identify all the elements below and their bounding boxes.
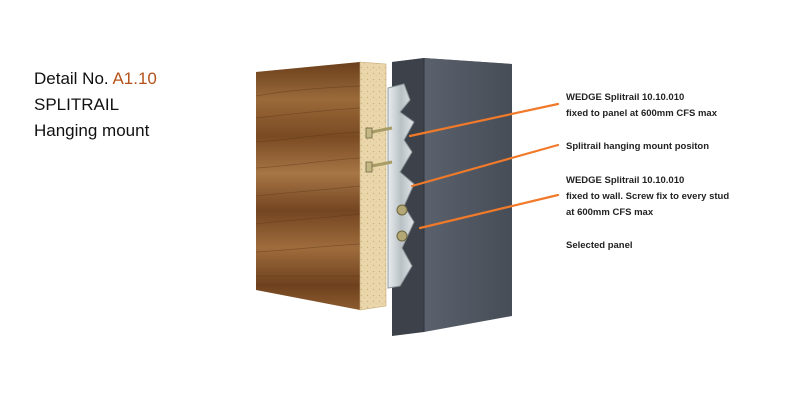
screw-head <box>396 230 408 242</box>
wall-front-face <box>424 58 512 332</box>
detail-title: Detail No. A1.10 SPLITRAIL Hanging mount <box>34 66 157 144</box>
detail-description: Hanging mount <box>34 121 150 140</box>
wood-grain <box>255 85 361 277</box>
screw-head <box>365 161 373 173</box>
panel-fixing-screws <box>365 126 393 173</box>
leader-line-2 <box>410 143 560 188</box>
callout-3-line-2: fixed to wall. Screw fix to every stud <box>566 191 730 202</box>
panel-edge <box>359 61 387 311</box>
panel-face <box>256 62 360 310</box>
screw-shank <box>371 126 393 134</box>
callout-1: WEDGE Splitrail 10.10.010 fixed to panel… <box>566 90 717 122</box>
splitrail-body <box>387 83 415 289</box>
splitrail-profile <box>387 83 415 289</box>
detail-prefix: Detail No. <box>34 69 109 88</box>
detail-product: SPLITRAIL <box>34 95 120 114</box>
screw-head <box>396 204 408 216</box>
wood-panel <box>255 61 387 311</box>
callout-1-line-1: WEDGE Splitrail 10.10.010 <box>566 92 685 103</box>
screw-shank <box>371 160 393 168</box>
callout-2-line-1: Splitrail hanging mount positon <box>566 141 710 152</box>
screw-head <box>365 127 373 139</box>
callout-2: Splitrail hanging mount positon <box>566 139 709 155</box>
detail-code: A1.10 <box>112 69 157 88</box>
callout-4-line-1: Selected panel <box>566 240 633 251</box>
leader-lines <box>408 102 560 230</box>
callout-3-line-1: WEDGE Splitrail 10.10.010 <box>566 175 685 186</box>
detail-number: Detail No. A1.10 <box>34 66 157 92</box>
leader-line-3 <box>418 193 560 230</box>
callout-3: WEDGE Splitrail 10.10.010 fixed to wall.… <box>566 173 729 221</box>
leader-line-1 <box>408 102 560 138</box>
callout-4: Selected panel <box>566 238 633 254</box>
callout-3-line-3: at 600mm CFS max <box>566 207 654 218</box>
callout-1-line-2: fixed to panel at 600mm CFS max <box>566 108 717 119</box>
